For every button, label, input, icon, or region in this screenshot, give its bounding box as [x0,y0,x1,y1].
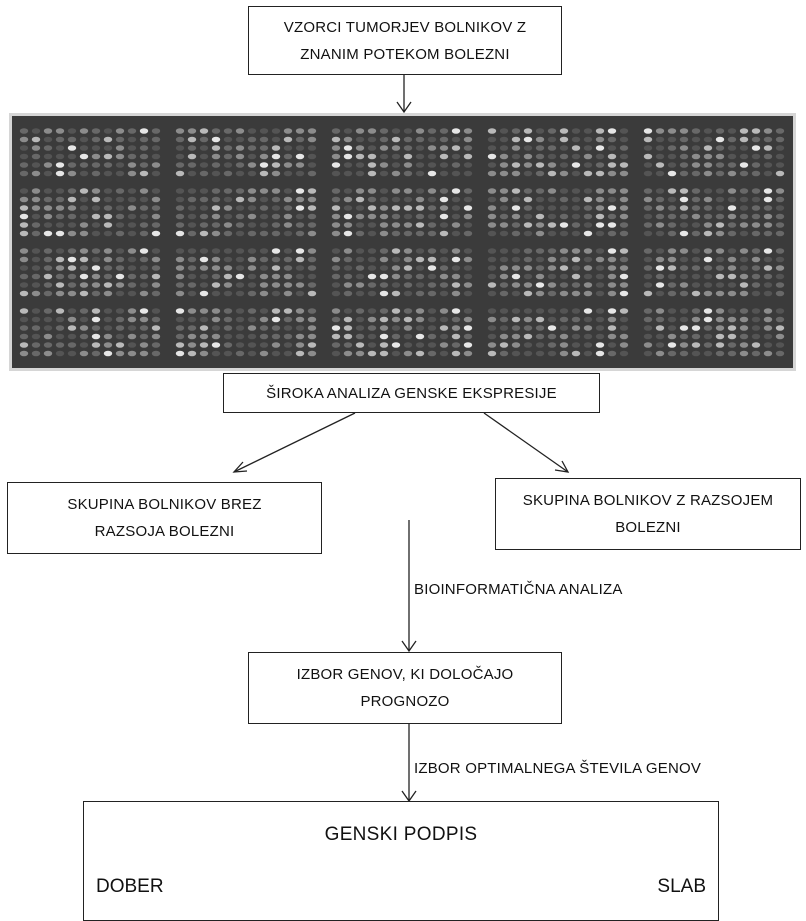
group-progression-line-1: SKUPINA BOLNIKOV Z RAZSOJEM [522,492,774,509]
group-progression-box: SKUPINA BOLNIKOV Z RAZSOJEM BOLEZNI [495,478,801,550]
microarray-image [9,113,796,371]
samples-line-1: VZORCI TUMORJEV BOLNIKOV Z [283,18,527,36]
gene-signature-box: GENSKI PODPIS DOBER SLAB [83,801,719,921]
gene-signature-title: GENSKI PODPIS [324,824,478,845]
gene-selection-line-1: IZBOR GENOV, KI DOLOČAJO [296,666,514,683]
optimal-genes-label: IZBOR OPTIMALNEGA ŠTEVILA GENOV [414,760,702,777]
group-no-progression-line-1: SKUPINA BOLNIKOV BREZ [67,496,262,513]
signature-good-label: DOBER [96,876,164,897]
samples-line-2: ZNANIM POTEKOM BOLEZNI [300,45,510,63]
expression-analysis-label: ŠIROKA ANALIZA GENSKE EKSPRESIJE [266,384,557,402]
signature-poor-label: SLAB [657,876,706,897]
group-no-progression-line-2: RAZSOJA BOLEZNI [94,523,235,540]
expression-analysis-box: ŠIROKA ANALIZA GENSKE EKSPRESIJE [223,373,600,413]
samples-box: VZORCI TUMORJEV BOLNIKOV Z ZNANIM POTEKO… [248,6,562,75]
gene-selection-line-2: PROGNOZO [360,693,450,710]
bioinformatics-label: BIOINFORMATIČNA ANALIZA [414,581,623,598]
group-progression-line-2: BOLEZNI [615,519,681,536]
gene-selection-box: IZBOR GENOV, KI DOLOČAJO PROGNOZO [248,652,562,724]
group-no-progression-box: SKUPINA BOLNIKOV BREZ RAZSOJA BOLEZNI [7,482,322,554]
microarray-spots [19,128,785,357]
